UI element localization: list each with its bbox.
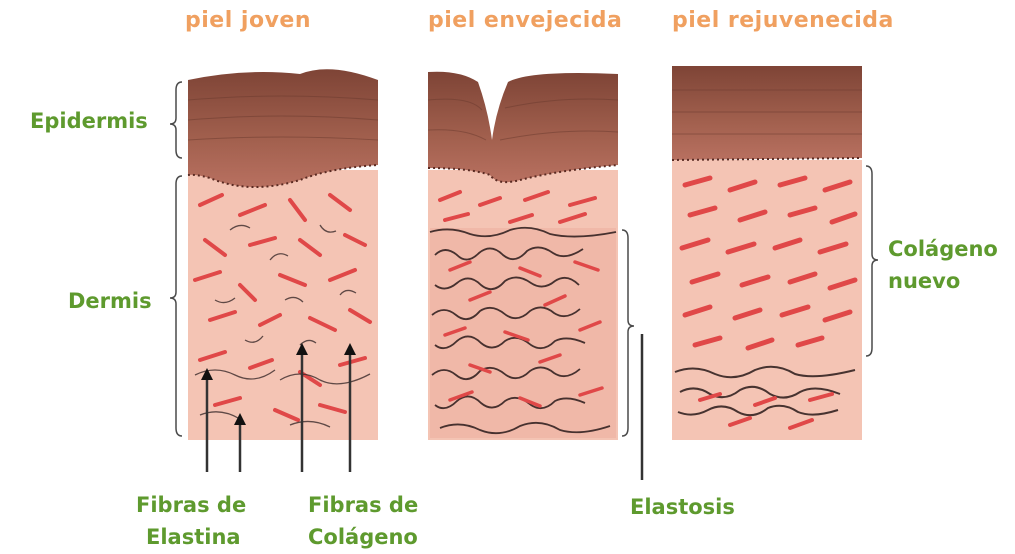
epidermis-rejuvenated	[672, 66, 862, 160]
label-epidermis: Epidermis	[30, 106, 148, 136]
panel-rejuvenated-skin	[672, 66, 862, 440]
panel-aged-skin	[428, 72, 618, 440]
label-collagen-line1: Fibras de	[308, 490, 418, 520]
label-new-collagen-line1: Colágeno	[888, 234, 998, 264]
bracket-epidermis	[170, 82, 182, 158]
epidermis-young	[188, 69, 378, 187]
label-collagen-line2: Colágeno	[308, 522, 418, 552]
bracket-dermis	[170, 176, 182, 436]
elastosis-zone	[430, 228, 616, 438]
epidermis-aged	[428, 72, 618, 182]
label-elastin-line1: Fibras de	[136, 490, 246, 520]
label-elastin-line2: Elastina	[146, 522, 241, 552]
bracket-elastosis	[622, 230, 634, 436]
label-new-collagen-line2: nuevo	[888, 266, 960, 296]
label-elastosis: Elastosis	[630, 492, 735, 522]
label-dermis: Dermis	[68, 286, 152, 316]
bracket-new-collagen	[866, 166, 878, 356]
